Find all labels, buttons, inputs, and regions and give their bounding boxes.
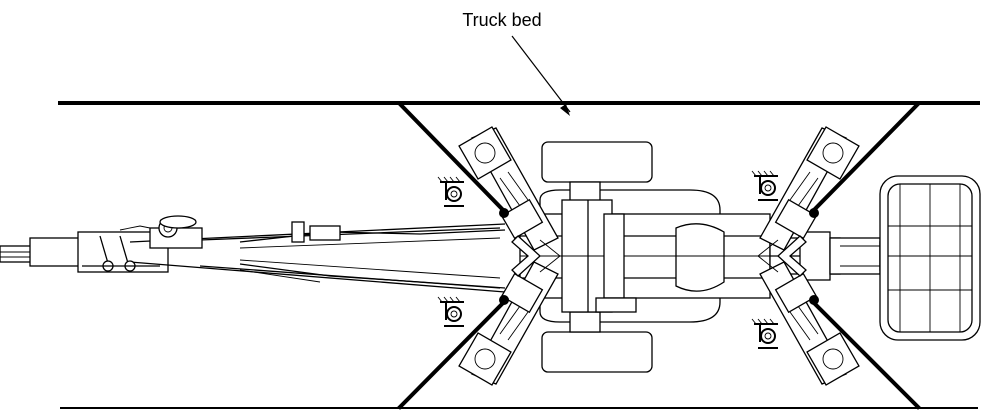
tie-down-symbol-icon bbox=[751, 318, 778, 349]
strap-right-bottom bbox=[809, 298, 921, 410]
truck-bed-label: Truck bed bbox=[462, 10, 542, 30]
strap-right-top bbox=[809, 101, 921, 215]
tie-down-points bbox=[499, 208, 819, 305]
platform-basket bbox=[879, 175, 981, 341]
jib-and-platform bbox=[769, 175, 981, 341]
boom-assembly bbox=[0, 215, 506, 293]
callout-leader bbox=[511, 35, 571, 116]
tie-down-symbol-icon bbox=[437, 176, 464, 207]
tie-point-right-bottom bbox=[809, 295, 819, 305]
tie-down-straps bbox=[397, 101, 921, 410]
strap-left-top bbox=[397, 101, 508, 215]
tie-point-right-top bbox=[809, 208, 819, 218]
tie-point-left-top bbox=[499, 208, 509, 218]
right-axle-arms bbox=[757, 126, 860, 386]
left-axle-arms bbox=[458, 126, 561, 386]
tire-bottom bbox=[541, 331, 653, 373]
tire-top bbox=[541, 141, 653, 183]
chassis bbox=[519, 141, 771, 373]
tie-down-symbol-icon bbox=[751, 170, 778, 201]
tie-point-left-bottom bbox=[499, 295, 509, 305]
strap-left-bottom bbox=[397, 298, 508, 410]
tie-down-symbol-icon bbox=[437, 296, 464, 327]
